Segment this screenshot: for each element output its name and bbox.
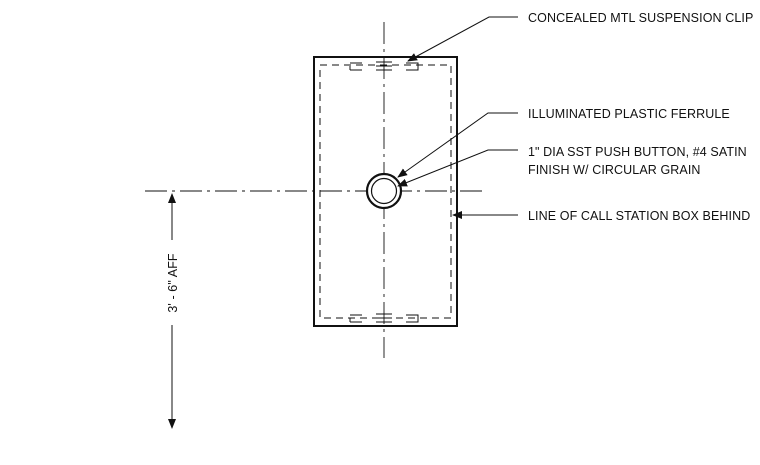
dimension-text-aff: 3' - 6" AFF xyxy=(166,253,180,313)
leader-ferrule xyxy=(397,112,518,178)
suspension-clip-top xyxy=(349,61,419,71)
faceplate-outline xyxy=(313,56,458,327)
label-suspension-clip: CONCEALED MTL SUSPENSION CLIP xyxy=(528,11,753,25)
suspension-clip-bottom xyxy=(349,313,419,323)
leader-clip xyxy=(407,16,518,62)
ferrule-circle xyxy=(365,172,403,210)
label-push-button-line2: FINISH W/ CIRCULAR GRAIN xyxy=(528,163,701,177)
leader-button xyxy=(397,149,518,187)
label-ferrule: ILLUMINATED PLASTIC FERRULE xyxy=(528,107,730,121)
mounting-height-dimension: 3' - 6" AFF xyxy=(166,193,180,429)
label-call-station-box: LINE OF CALL STATION BOX BEHIND xyxy=(528,209,750,223)
push-button-circle xyxy=(370,177,398,205)
label-push-button-line1: 1" DIA SST PUSH BUTTON, #4 SATIN xyxy=(528,145,747,159)
